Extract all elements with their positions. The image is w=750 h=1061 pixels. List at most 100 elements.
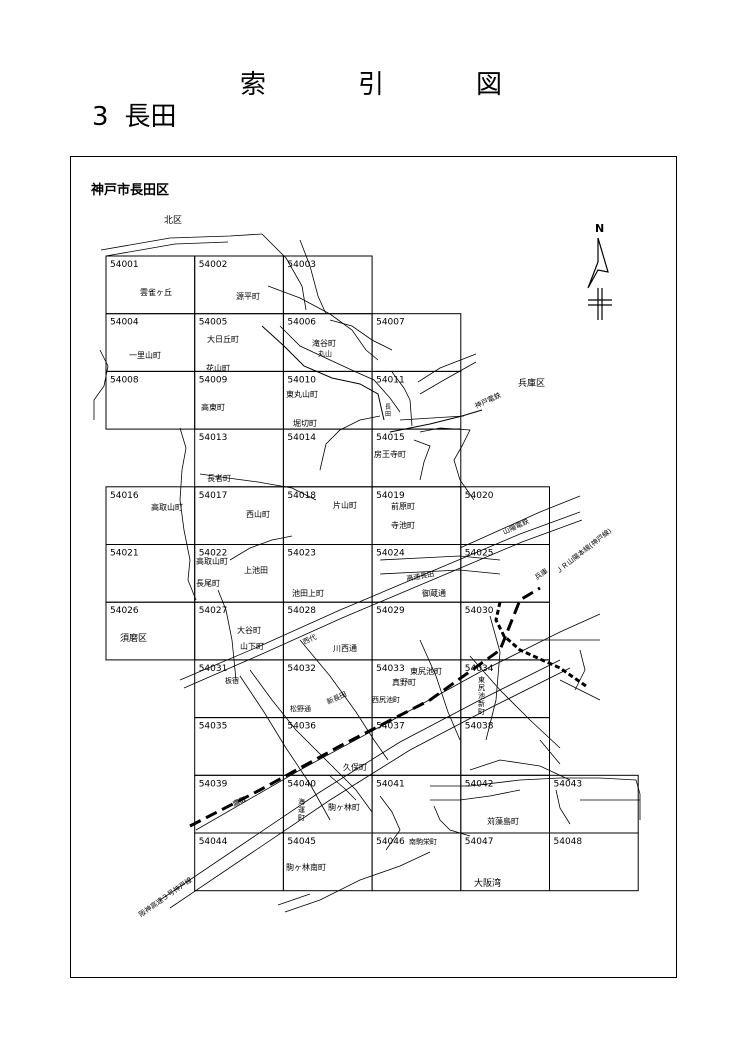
sheet-codes: 54001 54002 54003 54004 54005 54006 54007 54008… (110, 260, 582, 847)
page-subtitle: 3 長田 (92, 96, 177, 133)
label-fusaoji-cho: 房王寺町 (374, 450, 406, 459)
page-title-char: 索 (240, 70, 267, 100)
sheet-code: 54023 (287, 549, 316, 559)
sheet-code: 54043 (554, 779, 583, 789)
sheet-code: 54014 (287, 433, 316, 443)
subtitle-name: 長田 (124, 102, 177, 132)
sheet-code: 54001 (110, 260, 139, 270)
label-minami-komae-cho: 南駒栄町 (409, 838, 437, 846)
label-nishijiriike-cho: 西尻池町 (372, 696, 400, 704)
sheet-code: 54035 (199, 722, 228, 732)
sheet-code: 54006 (287, 318, 316, 328)
sheet-code: 54005 (199, 318, 228, 328)
north-label: N (595, 222, 604, 235)
sheet-code: 54013 (199, 433, 228, 443)
label-ikedaue-cho: 池田上町 (292, 589, 324, 598)
sheet-code: 54003 (287, 260, 316, 270)
label-hibarigaoka: 雲雀ヶ丘 (140, 288, 172, 297)
sheet-code: 54018 (287, 491, 316, 501)
sheet-code: 54011 (376, 375, 405, 385)
label-takatoriyama-cho-1: 高取山町 (151, 503, 183, 512)
label-karumo-jima-cho: 苅藻島町 (487, 817, 519, 826)
sheet-code: 54028 (287, 606, 316, 616)
sheet-code: 54021 (110, 549, 139, 559)
label-mikura-dori: 御蔵通 (422, 589, 446, 598)
label-dainichigaoka-cho: 大日丘町 (207, 335, 239, 344)
label-nishiyama-cho: 西山町 (246, 510, 270, 519)
sheet-grid (105, 255, 639, 892)
label-otani-cho: 大谷町 (237, 626, 261, 635)
label-hanayama-cho: 花山町 (206, 364, 230, 373)
sheet-code: 54029 (376, 606, 405, 616)
label-higashijiriike-cho: 東尻池町 (410, 667, 442, 676)
sheet-code: 54032 (287, 664, 316, 674)
map-frame (70, 156, 677, 978)
sheet-code: 54031 (199, 664, 228, 674)
sheet-code: 54046 (376, 837, 405, 847)
sheet-code: 54041 (376, 779, 405, 789)
sheet-code: 54017 (199, 491, 228, 501)
label-teraike-cho: 寺池町 (391, 521, 415, 530)
label-higashijiriike-shin-cho: 東尻池新町 (478, 676, 485, 716)
sheet-code: 54008 (110, 375, 139, 385)
sheet-code: 54030 (465, 606, 494, 616)
label-horikiri-cho: 堀切町 (293, 419, 317, 428)
railway-lines (189, 325, 587, 828)
label-takatoriyama-cho-2: 高取山町 (196, 557, 228, 566)
label-yamashita-cho: 山下町 (240, 642, 264, 651)
subtitle-number: 3 (92, 102, 109, 132)
sheet-code: 54027 (199, 606, 228, 616)
sheet-code: 54044 (199, 837, 228, 847)
label-maruyama: 丸山 (318, 350, 332, 358)
label-kamiikeda: 上池田 (244, 566, 268, 575)
sheet-code: 54025 (465, 549, 494, 559)
label-takahigashi-cho: 高東町 (201, 403, 225, 412)
north-arrow-icon (587, 237, 612, 320)
sheet-code: 54033 (376, 664, 405, 674)
sheet-code: 54022 (199, 549, 228, 559)
label-takitani-cho: 滝谷町 (312, 339, 336, 348)
sheet-code: 54019 (376, 491, 405, 501)
sheet-code: 54047 (465, 837, 494, 847)
sheet-code: 54036 (287, 722, 316, 732)
label-komagabayashi-minami-cho: 駒ヶ林南町 (286, 863, 326, 872)
sheet-code: 54024 (376, 549, 405, 559)
sheet-code: 54010 (287, 375, 316, 385)
sheet-code: 54048 (554, 837, 583, 847)
sheet-code: 54038 (465, 722, 494, 732)
label-kaiun-cho: 海運町 (298, 798, 305, 822)
sheet-code: 54007 (376, 318, 405, 328)
page-title: 索 引 図 (240, 64, 502, 101)
sheet-code: 54045 (287, 837, 316, 847)
sheet-code: 54009 (199, 375, 228, 385)
sheet-code: 54042 (465, 779, 494, 789)
sheet-code: 54034 (465, 664, 494, 674)
label-suma-ku: 須磨区 (120, 634, 148, 644)
sheet-code: 54026 (110, 606, 139, 616)
label-higashimaruyama-cho: 東丸山町 (286, 390, 318, 399)
label-makano-cho: 真野町 (392, 678, 416, 687)
label-matsuno-dori: 松野通 (290, 705, 311, 713)
page-title-char: 図 (475, 70, 502, 100)
sheet-cell (549, 832, 639, 892)
street-lines (93, 233, 641, 913)
label-nagasa-cho: 長者町 (207, 474, 231, 483)
sheet-code: 54020 (465, 491, 494, 501)
label-kawanishi-dori: 川西通 (333, 644, 357, 653)
sheet-code: 54016 (110, 491, 139, 501)
label-kita-ku: 北区 (164, 216, 183, 226)
map-heading: 神戸市長田区 (91, 183, 170, 198)
label-komagabayashi-cho: 駒ヶ林町 (328, 803, 360, 812)
label-itayado: 板宿 (225, 677, 239, 685)
label-hyogo-ku: 兵庫区 (518, 379, 546, 389)
label-osaka-wan: 大阪湾 (474, 879, 502, 889)
sheet-code: 54004 (110, 318, 139, 328)
sheet-code: 54039 (199, 779, 228, 789)
sheet-code: 54037 (376, 722, 405, 732)
label-maehara-cho: 前原町 (391, 502, 415, 511)
label-nagata-station: 長田 (385, 404, 392, 418)
sheet-code: 54015 (376, 433, 405, 443)
sheet-code: 54002 (199, 260, 228, 270)
label-katayama-cho: 片山町 (333, 501, 357, 510)
